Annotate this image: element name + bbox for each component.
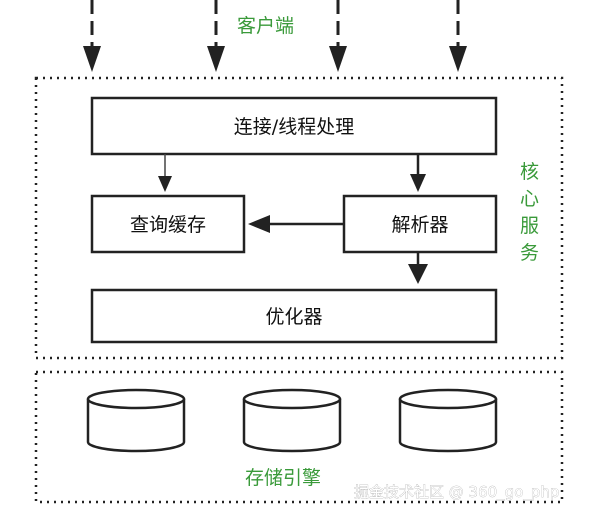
- core-services-label-char-1: 核: [520, 161, 539, 183]
- arrow-parser-to-cache-head: [248, 215, 270, 233]
- database-cylinder-icon: [242, 388, 342, 453]
- core-services-label-char-2: 心: [520, 188, 539, 210]
- client-arrow-3-head: [329, 46, 347, 72]
- storage-cylinders: [86, 388, 498, 453]
- parser-box: [342, 194, 498, 254]
- connection-box: [90, 96, 498, 156]
- arrow-parser-to-optimizer-head: [408, 264, 428, 284]
- core-services-label-char-4: 务: [520, 242, 539, 264]
- core-services-label-char-3: 服: [520, 215, 539, 237]
- client-arrow-2-head: [207, 46, 225, 72]
- core-services-label: 核 心 服 务: [520, 161, 539, 264]
- database-cylinder-icon: [398, 388, 498, 453]
- optimizer-label: 优化器: [265, 306, 322, 328]
- arrow-connection-to-cache-head: [158, 176, 172, 192]
- client-arrow-4-head: [449, 46, 467, 72]
- client-label: 客户端: [237, 15, 294, 37]
- connection-label: 连接/线程处理: [234, 116, 354, 138]
- parser-label: 解析器: [391, 214, 448, 236]
- query-cache-label: 查询缓存: [130, 214, 206, 236]
- core-services-container: [34, 76, 564, 360]
- storage-engine-label: 存储引擎: [245, 467, 321, 489]
- query-cache-box: [90, 194, 246, 254]
- storage-engine-container: [34, 370, 564, 504]
- client-arrows: [83, 0, 467, 72]
- arrow-connection-to-parser-head: [410, 174, 426, 192]
- client-arrow-1-head: [83, 46, 101, 72]
- optimizer-box: [90, 288, 498, 344]
- database-cylinder-icon: [86, 388, 186, 453]
- watermark: 掘金技术社区 @ 360_go_php: [354, 483, 559, 502]
